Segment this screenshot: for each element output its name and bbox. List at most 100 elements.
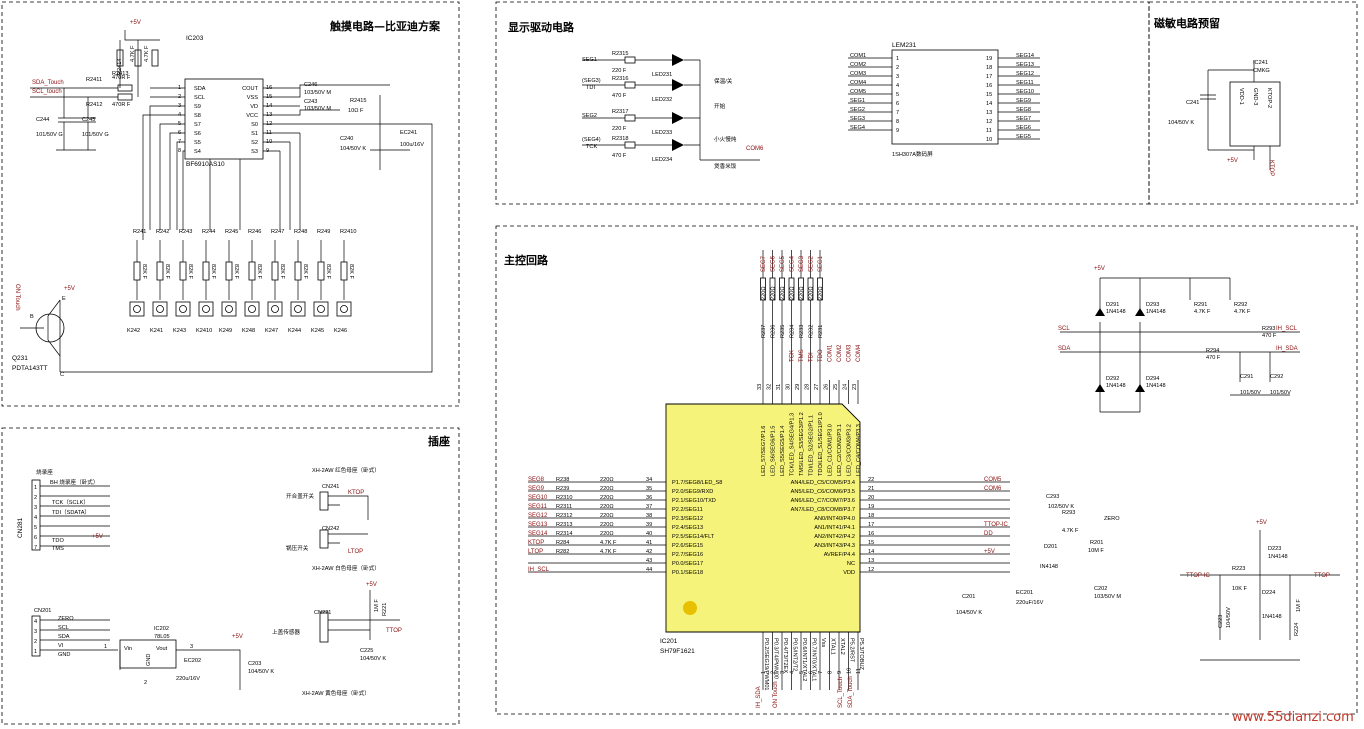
touch-ic-pin-number: 9	[266, 148, 269, 154]
mcu-pin-number: 7	[818, 671, 824, 674]
mcu-pin-label: VDD	[843, 570, 855, 576]
mcu-right-part-label: 102/50V K	[1048, 504, 1074, 510]
touch-resistor-ref: R241	[133, 229, 146, 235]
mcu-top-resistor-value: 220Ω	[818, 286, 824, 300]
mcu-top-resistor-value: 220Ω	[790, 286, 796, 300]
socket-function: 锅压开关	[286, 544, 309, 552]
ttop-resistor-ref: R224	[1294, 623, 1300, 636]
lem-net-label: SEG13	[1016, 62, 1034, 68]
net-label: ON Touch	[14, 284, 20, 311]
led-symbol	[672, 139, 684, 151]
mcu-pin-number: 44	[646, 567, 652, 573]
mcu-pin-label: AN6/LED_C7/COM7/P3.6	[791, 498, 855, 504]
mcu-left-net: SEG8	[528, 477, 545, 483]
transistor-part: PDTA143TT	[12, 365, 48, 372]
lem-pin-number: 19	[986, 56, 992, 62]
mcu-right-part-label: C201	[962, 594, 975, 600]
touch-key-label: K246	[334, 328, 347, 334]
socket-net: GND	[58, 652, 70, 658]
touch-ic-pin-label: VSS	[247, 95, 258, 101]
touch-resistor-ref: R242	[156, 229, 169, 235]
touch-ic-pin-number: 12	[266, 121, 272, 127]
touch-resistor-value: 82K F	[348, 264, 354, 280]
display-resistor-body	[624, 114, 636, 122]
mcu-top-net: COM1	[828, 344, 834, 362]
mcu-left-resistor-value: 220Ω	[600, 504, 614, 510]
touch-ic-pin-number: 4	[178, 112, 181, 118]
mcu-pin-number: 37	[646, 504, 652, 510]
mcu-right-part-label: R293	[1062, 510, 1075, 516]
touch-ic-pin-label: SDA	[194, 86, 206, 92]
mcu-pin-label: P1.7/SEG8/LED_S8	[672, 480, 722, 486]
watermark: www.55dianzi.com	[1232, 710, 1354, 725]
mcu-pin-label: LED_C1/COM1/P3.0	[828, 424, 834, 476]
mcu-pin-label: P0.5/INT2/T2	[792, 638, 798, 671]
mcu-right-part-label: IN4148	[1040, 564, 1058, 570]
touch-ic-pin-label: COUT	[242, 86, 258, 92]
regulator-part-label: 220u/16V	[176, 676, 200, 682]
lem-net-label: SEG6	[1016, 125, 1031, 131]
touch-ic-pin-label: S8	[194, 113, 201, 119]
lem-net-label: SEG1	[850, 98, 865, 104]
mcu-top-net: SEG2	[809, 255, 815, 272]
regulator-pin: Vin	[124, 646, 132, 652]
lem-pin-number: 13	[986, 110, 992, 116]
net-label: SDA_Touch	[32, 80, 64, 86]
mcu-pin-label: LED_S6/SEG6/P1.5	[771, 426, 777, 476]
i2c-resistor-value: 470 F	[1206, 355, 1221, 361]
diode-ref: D223	[1268, 546, 1281, 552]
led-function-label: 小火慢炖	[714, 135, 737, 143]
diode-symbol	[1095, 308, 1105, 316]
vcc-label: +5V	[92, 534, 103, 540]
touch-part-label: 10Ω F	[348, 108, 364, 114]
mcu-pin1-dot	[683, 601, 697, 615]
mcu-pin-number: 21	[868, 486, 874, 492]
touch-ic-pin-number: 13	[266, 112, 272, 118]
touch-part-label: C245	[82, 117, 95, 123]
lem-pin-number: 18	[986, 65, 992, 71]
mcu-pin-number: 35	[646, 486, 652, 492]
led-ref: LED234	[652, 157, 672, 163]
net-label: IH_SCL	[1276, 326, 1298, 332]
mcu-left-resistor-ref: R2313	[556, 522, 572, 528]
mcu-right-net: +5V	[984, 549, 995, 555]
i2c-resistor-ref: R294	[1206, 348, 1219, 354]
regulator-pin-number: 1	[104, 644, 107, 650]
display-section-frame	[495, 1, 1150, 205]
socket-pin-number: 3	[34, 629, 37, 635]
mcu-pin-number: 20	[868, 495, 874, 501]
touch-ic-pin-label: S7	[194, 122, 201, 128]
mcu-pin-number: 38	[646, 513, 652, 519]
touch-part-label: C244	[36, 117, 49, 123]
display-resistor-ref: R2317	[612, 109, 628, 115]
magnetic-section-title: 磁敏电路预留	[1154, 16, 1220, 30]
mcu-right-net: COM6	[984, 486, 1002, 492]
diode-part: 1N4148	[1106, 309, 1126, 315]
lem-pin-number: 10	[986, 137, 992, 143]
mcu-left-resistor-ref: R284	[556, 540, 569, 546]
net-label: SCL_touch	[32, 89, 62, 95]
mcu-pin-number: 34	[646, 477, 652, 483]
mcu-pin-number: 41	[646, 540, 652, 546]
lem-net-label: SEG4	[850, 125, 865, 131]
led-ref: LED232	[652, 97, 672, 103]
socket-pin-number: 5	[34, 525, 37, 531]
mcu-left-resistor-value: 220Ω	[600, 486, 614, 492]
mcu-bottom-net: SCL_Touch	[838, 677, 844, 708]
mcu-pin-number: 15	[868, 540, 874, 546]
mcu-pin-label: AN2/INT42/P4.2	[814, 534, 855, 540]
mcu-pin-number: 32	[767, 384, 773, 390]
socket-pin-number: 1	[34, 485, 37, 491]
mcu-pin-number: 42	[646, 549, 652, 555]
diode-part: 1N4148	[1146, 309, 1166, 315]
display-resistor-value: 470 F	[612, 93, 627, 99]
lem-net-label: COM5	[850, 89, 866, 95]
touch-ic-pin-label: S1	[251, 131, 258, 137]
touch-ic-pins: IC203BF6910AS10SDA1SCL2S93S84S75S66S57S4…	[12, 20, 424, 378]
mcu-top-net: TCK	[790, 350, 796, 362]
net-label: LTOP	[348, 549, 363, 555]
mcu-pin-label: LED_C4/COM4/P3.3	[856, 424, 862, 476]
